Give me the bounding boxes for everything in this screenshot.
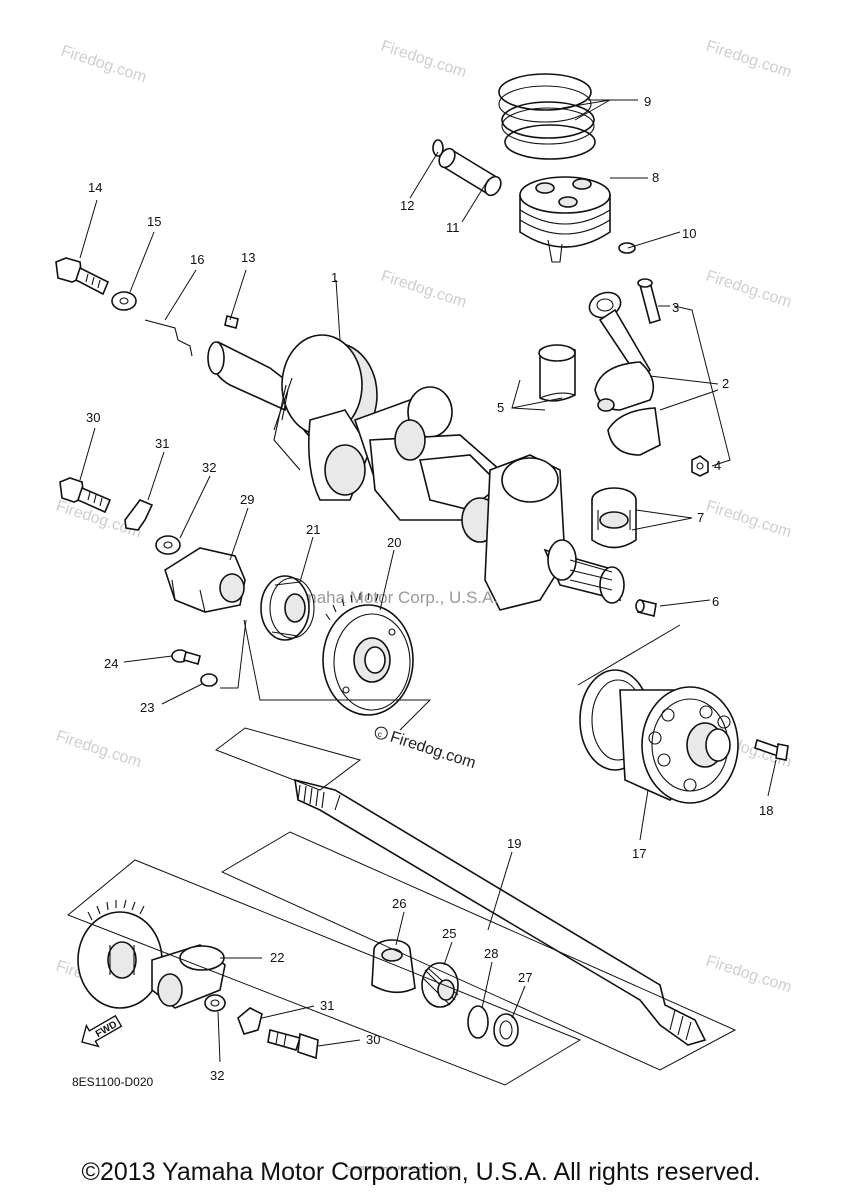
main-bearings [591, 487, 637, 549]
gear-20 [322, 592, 414, 716]
callout-11: 11 [446, 220, 460, 235]
callout-32-lower: 32 [210, 1068, 224, 1083]
group-frame [243, 619, 432, 731]
callout-2: 2 [722, 376, 729, 391]
fwd-arrow-icon: FWD [81, 1014, 123, 1048]
callout-16: 16 [190, 252, 204, 267]
callout-23: 23 [140, 700, 154, 715]
weight-29 [164, 547, 246, 613]
watermark: Firedog.com [379, 38, 469, 82]
diagram-code: 8ES1100-D020 [72, 1075, 153, 1089]
callout-24: 24 [104, 656, 118, 671]
bolt-30-lower [267, 1029, 319, 1060]
rod-bolt [637, 278, 661, 325]
callout-29: 29 [240, 492, 254, 507]
starter-clutch-17 [579, 669, 739, 804]
callout-22: 22 [270, 950, 284, 965]
callout-30-lower: 30 [366, 1032, 380, 1047]
watermark: Firedog.com [704, 498, 794, 542]
svg-text:c: c [377, 729, 384, 739]
watermark: Firedog.com [379, 268, 469, 312]
callout-20: 20 [387, 535, 401, 550]
gear-lower [77, 899, 163, 1009]
callout-19: 19 [507, 836, 521, 851]
rod-bearing-halves [538, 344, 576, 402]
callout-12: 12 [400, 198, 414, 213]
circlip-28 [467, 1005, 489, 1039]
group-frame [220, 831, 737, 1071]
dowel-pin [635, 599, 657, 617]
washer-32-lower [204, 994, 226, 1012]
bolt-30-upper [59, 477, 112, 514]
callout-9: 9 [644, 94, 651, 109]
firedog-text: Firedog.com [388, 729, 478, 773]
watermark: Firedog.com [704, 268, 794, 312]
callout-4: 4 [714, 458, 721, 473]
center-watermark: Yamaha Motor Corp., U.S.A. [283, 588, 498, 607]
sleeve-26 [371, 939, 416, 994]
piston-pin [438, 147, 502, 197]
fwd-label: FWD [94, 1019, 119, 1040]
callout-30: 30 [86, 410, 100, 425]
callout-6: 6 [712, 594, 719, 609]
group-frame [67, 859, 582, 1086]
callout-25: 25 [442, 926, 456, 941]
callout-18: 18 [759, 803, 773, 818]
watermark: Firedog.com [704, 953, 794, 997]
callout-15: 15 [147, 214, 161, 229]
group-frame [220, 619, 247, 689]
connecting-rod [588, 291, 661, 456]
callout-7: 7 [697, 510, 704, 525]
pin-clip [432, 139, 444, 157]
group-frame [214, 727, 362, 791]
washer-23 [200, 673, 218, 687]
callout-31-lower: 31 [320, 998, 334, 1013]
leader-lines [79, 99, 777, 1063]
callout-32: 32 [202, 460, 216, 475]
spring-clip-16 [144, 319, 193, 357]
lock-washer-31-upper [124, 499, 154, 531]
washer-27 [493, 1013, 519, 1047]
callout-5: 5 [497, 400, 504, 415]
callout-26: 26 [392, 896, 406, 911]
callout-1: 1 [331, 270, 338, 285]
callout-17: 17 [632, 846, 646, 861]
bearing-21 [260, 575, 315, 641]
washer-15 [111, 291, 137, 311]
shaft-19 [294, 778, 707, 1046]
screw-24 [171, 649, 201, 665]
piston-rings [498, 73, 596, 160]
needle-bearing-25 [421, 962, 459, 1008]
washer-32-upper [155, 535, 181, 555]
callout-13: 13 [241, 250, 255, 265]
callout-14: 14 [88, 180, 102, 195]
group-frame [577, 624, 681, 686]
callout-3: 3 [672, 300, 679, 315]
callout-21: 21 [306, 522, 320, 537]
firedog-mark: c Firedog.com [374, 726, 478, 773]
bolt-14 [55, 257, 110, 296]
lock-washer-31-lower [237, 1007, 263, 1035]
crankshaft [207, 334, 625, 611]
callout-28: 28 [484, 946, 498, 961]
woodruff-key [224, 315, 239, 329]
watermark: Firedog.com [704, 38, 794, 82]
fine-print: (c) 2000-2016 Yamaha Motor Corporation, … [346, 1166, 456, 1172]
watermark: Firedog.com [59, 43, 149, 87]
callout-10: 10 [682, 226, 696, 241]
callout-8: 8 [652, 170, 659, 185]
rod-nut [691, 455, 709, 477]
watermark: Firedog.com [54, 728, 144, 772]
copyright-footer: ©2013 Yamaha Motor Corporation, U.S.A. A… [81, 1158, 761, 1186]
bolt-18 [754, 738, 789, 761]
callout-27: 27 [518, 970, 532, 985]
callouts: 1 2 3 4 5 6 7 8 9 10 11 12 13 14 15 16 1… [86, 94, 773, 1083]
piston [519, 176, 611, 263]
callout-31: 31 [155, 436, 169, 451]
pin-clip [618, 242, 636, 254]
